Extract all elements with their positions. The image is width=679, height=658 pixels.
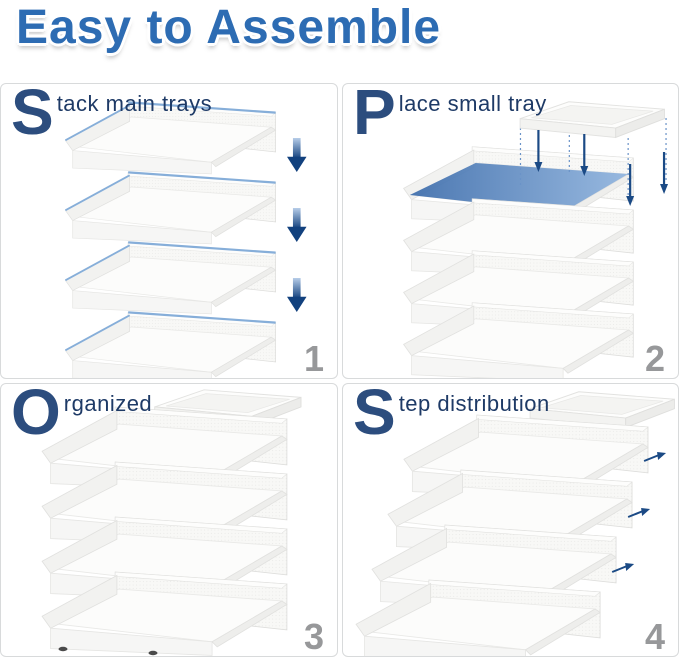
page-title: Easy to Assemble [16,1,442,54]
panel-step-4: S tep distribution 4 [342,383,679,657]
down-arrow-icon [287,208,307,242]
panel-1-label: tack main trays [56,91,213,116]
panel-4-label: tep distribution [398,391,550,416]
tray-graphic [65,172,275,244]
panel-2-label: lace small tray [398,91,547,116]
panel-1-header: S tack main trays [11,83,213,148]
step-number: 1 [303,338,324,379]
panel-3-header: O rganized [11,383,153,448]
tray-graphic [65,242,275,314]
panel-3-label: rganized [63,391,153,416]
step-number: 4 [644,616,665,657]
panel-2-header: P lace small tray [353,83,547,148]
panel-2-dropcap: P [353,83,396,148]
panel-3-dropcap: O [11,383,61,448]
panel-step-3: O rganized 3 [0,383,338,657]
down-arrow-icon [287,278,307,312]
landing-zone-highlight [409,163,629,212]
assembled-organizer-illustration [1,384,337,656]
panel-step-2: P lace small tray 2 [342,83,679,379]
tray-graphic [65,312,275,378]
down-arrow-icon [287,138,307,172]
step-number: 3 [303,616,324,657]
tray-foot [148,650,158,656]
panel-4-header: S tep distribution [353,383,550,448]
place-small-tray-illustration [343,84,678,378]
placement-arrow-icon [658,150,670,196]
panel-step-1: S tack main trays 1 [0,83,338,379]
step-number: 2 [644,338,665,379]
panel-grid: S tack main trays 1 P lace small tray [0,83,679,657]
panel-4-dropcap: S [353,383,396,448]
tray-foot [58,646,68,652]
panel-1-dropcap: S [11,83,54,148]
